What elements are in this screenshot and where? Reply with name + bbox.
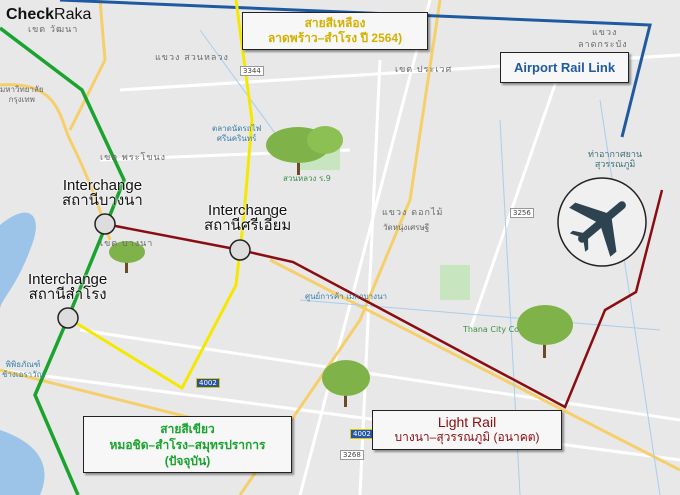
green-line (0, 26, 126, 495)
tree-icon (517, 305, 573, 358)
road-number: 4002 (350, 429, 374, 439)
tree-icon (109, 241, 145, 273)
poi-suvarnabhumi[interactable]: ท่าอากาศยานสุวรรณภูมิ (588, 150, 643, 170)
poi-erawan-museum[interactable]: พิพิธภัณฑ์ช้างเอราวัณ (2, 360, 45, 379)
area-label: เขต พระโขนง (100, 153, 167, 163)
area-label: เขต บางนา (100, 239, 154, 249)
area-label: เขต วัฒนา (28, 25, 79, 35)
airplane-icon (557, 177, 647, 267)
poi-temple[interactable]: วัดหนุ่งเศรษฐี (383, 223, 430, 232)
area-label: เขต ประเวศ (395, 65, 453, 75)
river (0, 430, 45, 495)
poi-university[interactable]: มหาวิทยาลัยกรุงเทพ (0, 85, 44, 104)
poi-train-market[interactable]: ตลาดนัดรถไฟศรีนครินทร์ (212, 124, 262, 143)
area-label: แขวง (592, 28, 618, 38)
park-label: สวนหลวง ร.9 (283, 174, 331, 183)
area-label: แขวง ดอกไม้ (382, 208, 444, 218)
river (0, 212, 36, 310)
road-number: 3268 (340, 450, 364, 460)
airport-rail-link-line (59, 0, 652, 138)
road-number: 4002 (196, 378, 220, 388)
poi-mega-bangna[interactable]: ศูนย์การค้า เมกาบางนา (305, 292, 388, 301)
green-line-legend: สายสีเขียวหมอชิด–สำโรง–สมุทรปราการ(ปัจจุ… (83, 416, 292, 473)
checkraka-logo: CheckRaka (6, 6, 92, 23)
road-number: 3256 (510, 208, 534, 218)
park-area (440, 265, 470, 300)
interchange-bangna[interactable] (94, 213, 116, 235)
airport-rail-link-legend: Airport Rail Link (500, 52, 629, 83)
park-label: Thana City Co (463, 325, 520, 334)
tree-icon (322, 360, 370, 407)
interchange-samrong[interactable] (57, 307, 79, 329)
road-number: 3344 (240, 66, 264, 76)
area-label: แขวง สวนหลวง (155, 53, 229, 63)
interchange-sri-iam[interactable] (229, 239, 251, 261)
yellow-line-legend: สายสีเหลืองลาดพร้าว–สำโรง ปี 2564) (242, 12, 428, 50)
tree-icon (266, 126, 343, 175)
area-label: ลาดกระบัง (578, 40, 628, 50)
